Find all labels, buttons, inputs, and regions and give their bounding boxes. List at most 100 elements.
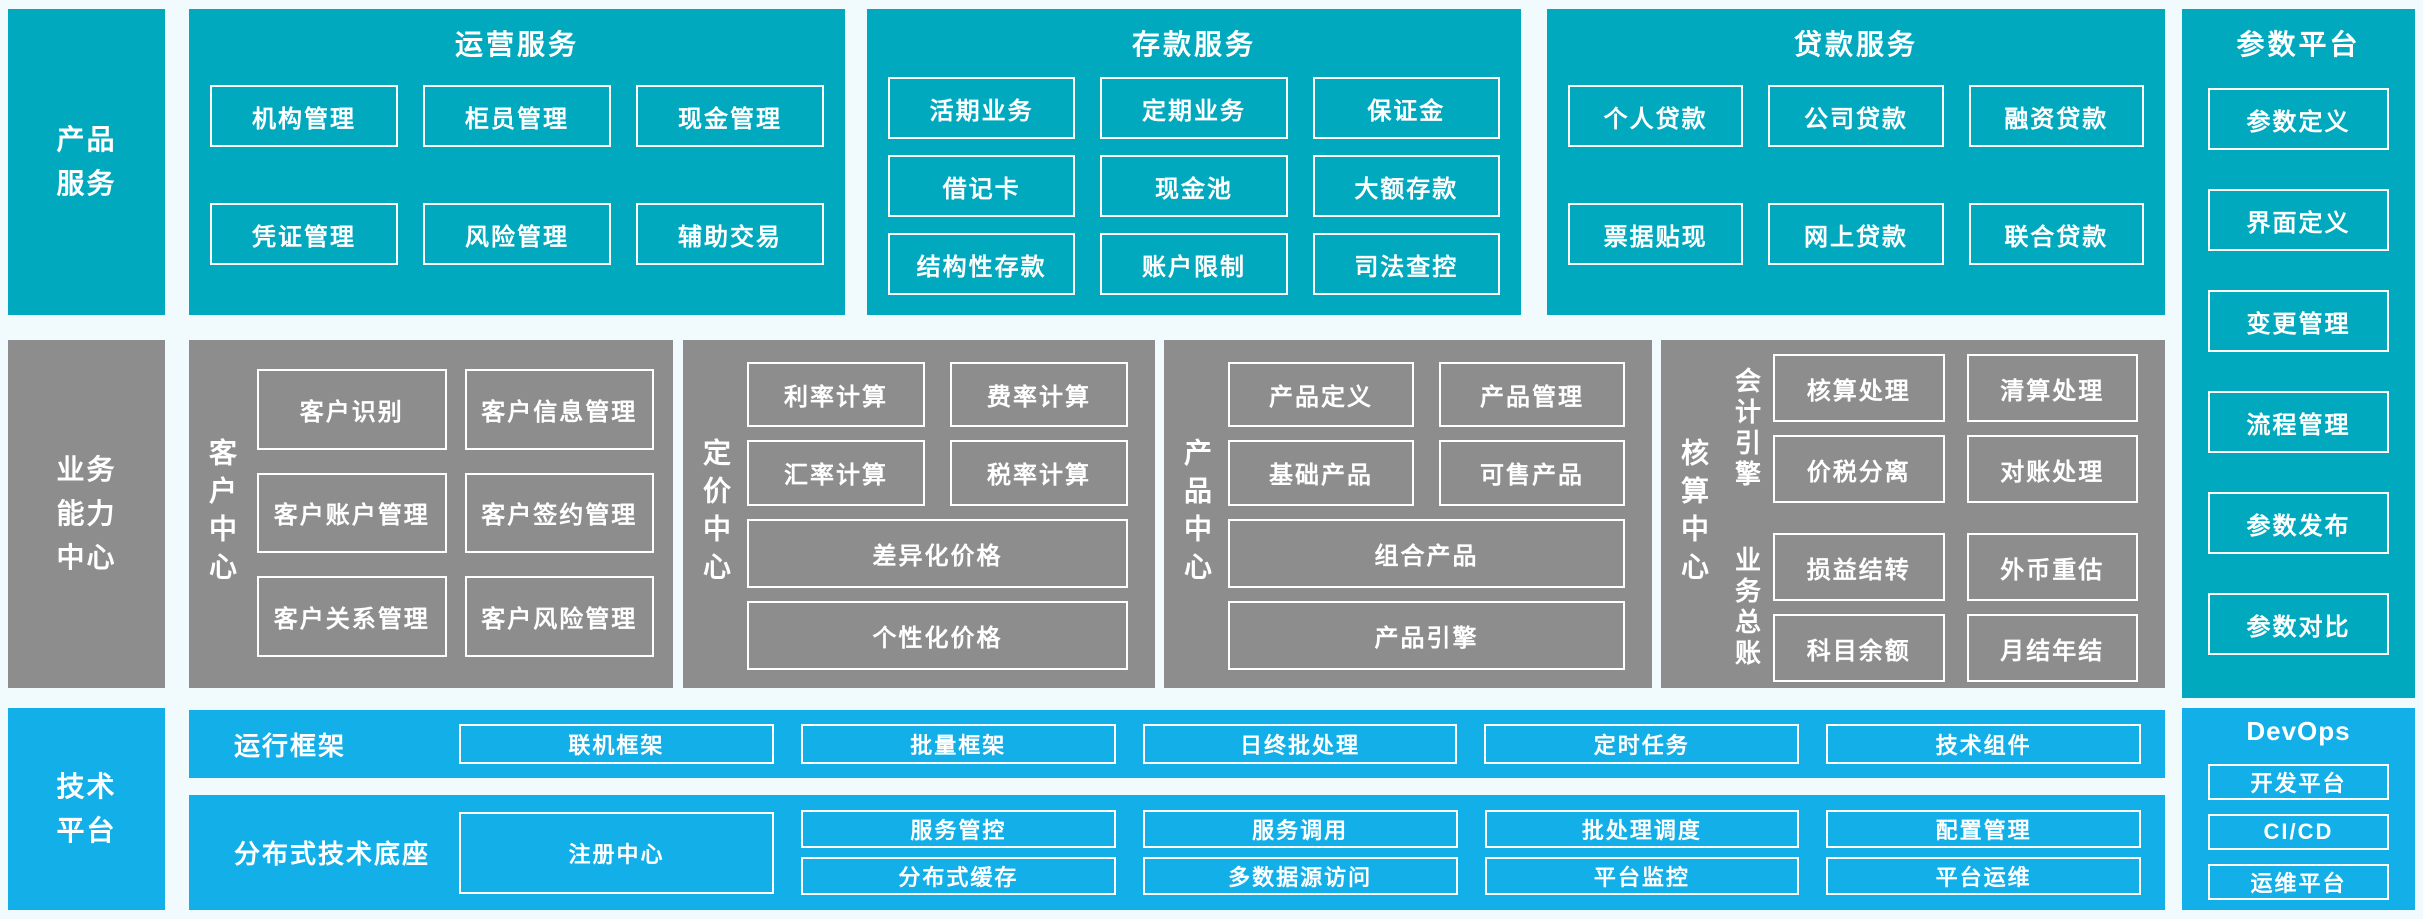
capability-box: 外币重估	[1966, 533, 2138, 601]
capability-box: 组合产品	[1228, 518, 1625, 588]
rail-line: 业务	[56, 454, 117, 485]
capability-box: 风险管理	[423, 203, 611, 265]
capability-box: 服务管控	[801, 810, 1116, 848]
capability-box: 多数据源访问	[1142, 857, 1458, 895]
capability-box: 批量框架	[800, 724, 1116, 764]
section-title: 贷款服务	[1793, 29, 1918, 60]
rail-line: 技术	[56, 771, 117, 802]
capability-box: 凭证管理	[210, 203, 398, 265]
capability-box: 柜员管理	[423, 85, 611, 147]
capability-box: 差异化价格	[747, 518, 1128, 588]
rail-line: 中心	[56, 542, 117, 573]
capability-box: 账户限制	[1100, 233, 1288, 295]
section-runtime-framework: 运行框架 联机框架 批量框架 日终批处理 定时任务 技术组件	[189, 710, 2165, 778]
section-title: 运营服务	[454, 29, 579, 60]
capability-box: 客户风险管理	[464, 576, 654, 657]
capability-box: 技术组件	[1826, 724, 2141, 764]
capability-box: 司法查控	[1312, 233, 1500, 295]
section-deposit-services: 存款服务 活期业务 定期业务 保证金 借记卡 现金池 大额存款 结构性存款 账户…	[867, 9, 1521, 315]
capability-box: 产品引擎	[1228, 600, 1625, 670]
rail-business-capability-center: 业务 能力 中心	[8, 340, 165, 688]
capability-box: 现金池	[1100, 155, 1288, 217]
center-accounting: 核算中心 会计引擎 核算处理 清算处理 价税分离 对账处理 业务总账 损	[1661, 340, 2165, 688]
center-label: 定价中心	[700, 438, 731, 590]
section-operation-services: 运营服务 机构管理 柜员管理 现金管理 凭证管理 风险管理 辅助交易	[189, 9, 845, 315]
capability-box: 定时任务	[1484, 724, 1800, 764]
capability-box: 客户账户管理	[257, 472, 447, 554]
capability-box: 大额存款	[1312, 155, 1500, 217]
registry-center-box: 注册中心	[459, 811, 774, 894]
capability-box: 价税分离	[1773, 435, 1945, 503]
capability-box: 融资贷款	[1968, 85, 2144, 147]
capability-box: 流程管理	[2208, 391, 2389, 453]
center-customer: 客户中心 客户识别 客户信息管理 客户账户管理 客户签约管理 客户关系管理 客户…	[189, 340, 673, 688]
capability-box: 结构性存款	[888, 233, 1076, 295]
capability-box: 运维平台	[2208, 864, 2389, 900]
section-devops: DevOps 开发平台 CI/CD 运维平台	[2182, 708, 2415, 910]
capability-box: 月结年结	[1966, 614, 2138, 682]
capability-box: 日终批处理	[1142, 724, 1458, 764]
capability-box: 费率计算	[950, 362, 1128, 428]
capability-box: 参数定义	[2208, 88, 2389, 150]
capability-box: 对账处理	[1966, 435, 2138, 503]
capability-box: 公司贷款	[1768, 85, 1944, 147]
capability-box: 借记卡	[888, 155, 1076, 217]
capability-box: 产品定义	[1228, 362, 1414, 428]
capability-box: 批处理调度	[1484, 810, 1800, 848]
capability-box: 客户信息管理	[464, 369, 654, 450]
center-pricing: 定价中心 利率计算 费率计算 汇率计算 税率计算 差异化价格 个性化价格	[683, 340, 1155, 688]
center-label: 核算中心	[1678, 438, 1709, 590]
capability-box: 变更管理	[2208, 290, 2389, 352]
section-label: 运行框架	[234, 730, 347, 761]
capability-box: 保证金	[1312, 77, 1500, 139]
capability-box: 客户签约管理	[464, 472, 654, 554]
capability-box: 平台监控	[1484, 857, 1800, 895]
capability-box: 平台运维	[1826, 857, 2141, 895]
rail-line: 产品	[56, 124, 117, 155]
rail-line: 平台	[56, 815, 117, 846]
section-title: 参数平台	[2236, 29, 2361, 60]
rail-line: 服务	[56, 168, 117, 199]
capability-box: 参数对比	[2208, 593, 2389, 655]
capability-box: 联合贷款	[1968, 203, 2144, 265]
capability-box: 票据贴现	[1568, 203, 1744, 265]
rail-line: 能力	[56, 498, 117, 529]
capability-box: 个人贷款	[1568, 85, 1744, 147]
capability-box: 分布式缓存	[801, 857, 1116, 895]
center-product: 产品中心 产品定义 产品管理 基础产品 可售产品 组合产品 产品引擎	[1164, 340, 1652, 688]
capability-box: 网上贷款	[1768, 203, 1944, 265]
capability-box: 辅助交易	[636, 203, 824, 265]
capability-box: 机构管理	[210, 85, 398, 147]
capability-box: 税率计算	[950, 440, 1128, 506]
capability-box: 可售产品	[1439, 440, 1625, 506]
capability-box: 配置管理	[1826, 810, 2141, 848]
capability-box: 现金管理	[636, 85, 824, 147]
capability-box: 基础产品	[1228, 440, 1414, 506]
capability-box: 损益结转	[1773, 533, 1945, 601]
center-label: 产品中心	[1181, 438, 1212, 590]
section-title: DevOps	[2246, 716, 2351, 746]
capability-box: 核算处理	[1773, 354, 1945, 422]
capability-box: 开发平台	[2208, 764, 2389, 800]
section-parameter-platform: 参数平台 参数定义 界面定义 变更管理 流程管理 参数发布 参数对比	[2182, 9, 2415, 698]
capability-box: 汇率计算	[747, 440, 925, 506]
capability-box: 活期业务	[888, 77, 1076, 139]
capability-box: 定期业务	[1100, 77, 1288, 139]
capability-box: 服务调用	[1142, 810, 1458, 848]
capability-box: 清算处理	[1966, 354, 2138, 422]
capability-box: 客户识别	[257, 369, 447, 450]
section-loan-services: 贷款服务 个人贷款 公司贷款 融资贷款 票据贴现 网上贷款 联合贷款	[1547, 9, 2165, 315]
section-title: 存款服务	[1131, 29, 1256, 60]
capability-box: 参数发布	[2208, 492, 2389, 554]
rail-product-services: 产品 服务	[8, 9, 165, 315]
group-label: 业务总账	[1731, 545, 1762, 670]
capability-box: CI/CD	[2208, 814, 2389, 850]
center-label: 客户中心	[206, 438, 237, 590]
rail-technology-platform: 技术 平台	[8, 708, 165, 910]
capability-box: 联机框架	[459, 724, 774, 764]
capability-box: 利率计算	[747, 362, 925, 428]
capability-box: 科目余额	[1773, 614, 1945, 682]
capability-box: 界面定义	[2208, 189, 2389, 251]
section-distributed-base: 分布式技术底座 注册中心 服务管控 分布式缓存 服务调用 多数据源访问 批处理调…	[189, 795, 2165, 910]
